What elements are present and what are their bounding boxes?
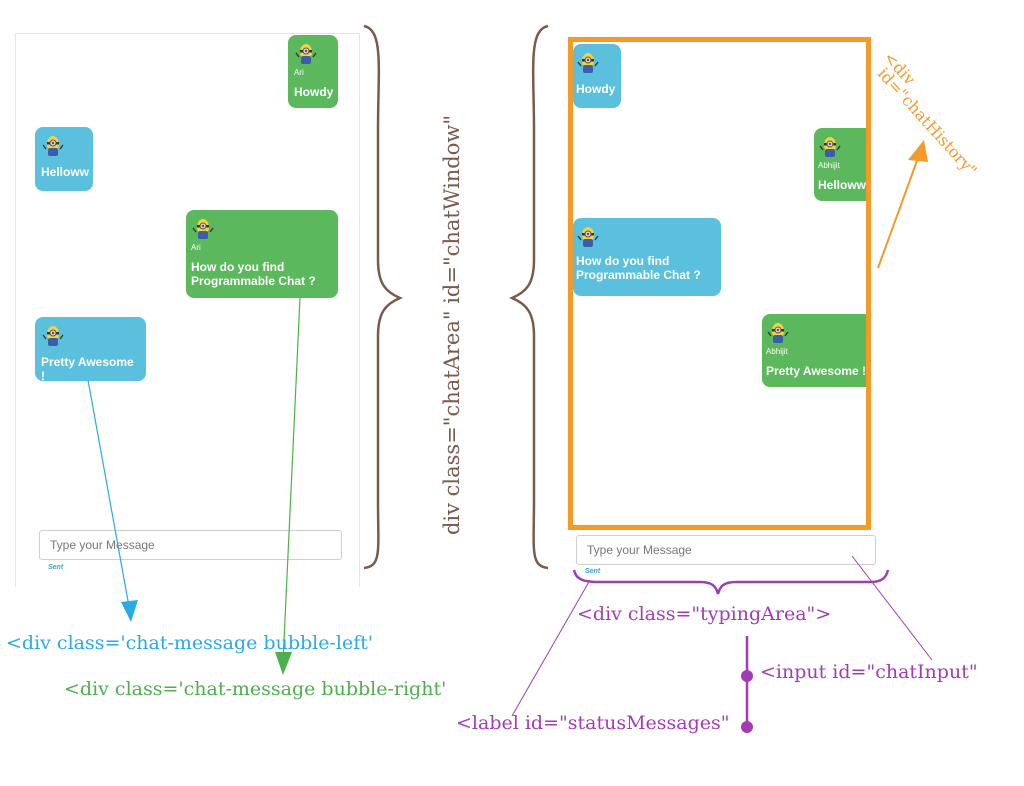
right-chat-message-1: Howdy xyxy=(573,44,621,108)
bubble-right-arrowhead xyxy=(275,652,292,675)
chat-history-arrowhead xyxy=(908,140,928,162)
typing-area-brace xyxy=(572,569,890,595)
left-chat-message-3: Ari How do you find Programmable Chat ? xyxy=(186,210,338,298)
message-sender: Abhijit xyxy=(818,161,840,170)
minion-avatar-icon xyxy=(819,137,841,157)
bubble-left-arrowhead xyxy=(121,600,138,622)
chat-history-box: Howdy Abhijit Helloww How do you find Pr… xyxy=(568,37,871,530)
message-text: How do you find Programmable Chat ? xyxy=(576,254,701,282)
chat-input-dot xyxy=(741,670,753,682)
chat-history-arrow xyxy=(877,157,919,269)
chat-area-label: div class="chatArea" id="chatWindow" xyxy=(440,114,464,536)
bubble-right-arrow xyxy=(282,297,301,663)
message-sender: Ari xyxy=(294,68,304,77)
right-chat-message-4: Abhijit Pretty Awesome ! xyxy=(762,314,867,387)
chat-input-line xyxy=(851,555,933,661)
minion-avatar-icon xyxy=(192,219,214,239)
status-messages-dot xyxy=(741,721,753,733)
left-chat-message-1: Ari Howdy xyxy=(288,35,338,108)
minion-avatar-icon xyxy=(42,136,64,156)
message-text: How do you find Programmable Chat ? xyxy=(191,260,316,288)
message-sender: Ari xyxy=(191,243,201,252)
minion-avatar-icon xyxy=(42,326,64,346)
status-messages-label: <label id="statusMessages" xyxy=(456,712,730,734)
left-chat-input[interactable]: Type your Message xyxy=(39,530,342,560)
right-chat-input[interactable]: Type your Message xyxy=(576,535,876,565)
left-chat-message-2: Helloww xyxy=(35,127,93,191)
status-messages-line xyxy=(511,579,591,717)
left-chat-message-4: Pretty Awesome ! xyxy=(35,317,146,383)
left-chat-window xyxy=(15,33,360,587)
bubble-left-arrow xyxy=(87,379,131,613)
bubble-right-label: <div class='chat-message bubble-right' xyxy=(64,678,447,700)
message-text: Pretty Awesome ! xyxy=(766,364,867,378)
chat-input-label: <input id="chatInput" xyxy=(760,661,978,683)
minion-avatar-icon xyxy=(295,44,317,64)
minion-avatar-icon xyxy=(577,53,599,73)
right-chat-message-3: How do you find Programmable Chat ? xyxy=(573,218,721,296)
message-text: Pretty Awesome ! xyxy=(41,355,134,383)
message-sender: Abhijit xyxy=(766,347,788,356)
chat-area-brace-left xyxy=(363,24,404,570)
typing-area-label: <div class="typingArea"> xyxy=(577,603,832,625)
message-text: Howdy xyxy=(576,82,616,96)
message-text: Howdy xyxy=(294,85,334,99)
minion-avatar-icon xyxy=(577,227,599,247)
right-chat-message-2: Abhijit Helloww xyxy=(814,128,867,201)
right-status-message: Sent xyxy=(585,568,601,575)
chat-area-brace-right xyxy=(508,24,549,570)
bubble-left-label: <div class='chat-message bubble-left' xyxy=(6,632,374,654)
minion-avatar-icon xyxy=(767,323,789,343)
message-text: Helloww xyxy=(818,178,867,192)
message-text: Helloww xyxy=(41,165,90,179)
left-status-message: Sent xyxy=(48,564,64,571)
